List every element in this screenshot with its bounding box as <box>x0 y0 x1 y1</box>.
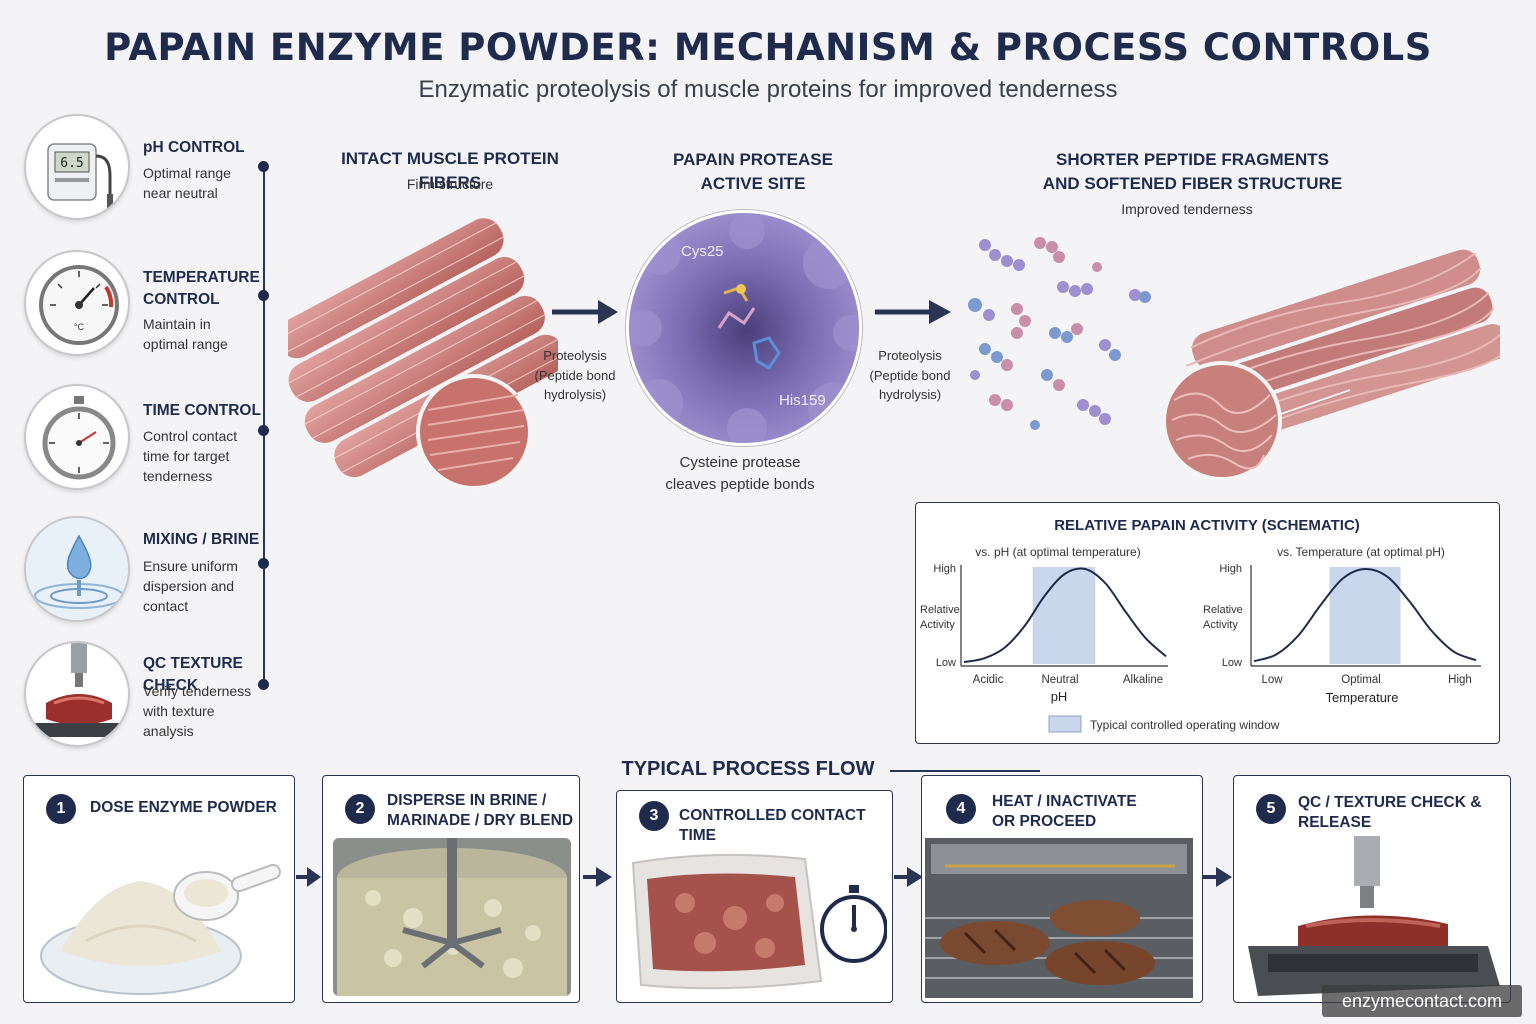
papain-active-site-image: Cys25 His159 <box>626 210 862 446</box>
activity-chart-panel: RELATIVE PAPAIN ACTIVITY (SCHEMATIC) vs.… <box>915 502 1500 744</box>
page-title: PAPAIN ENZYME POWDER: MECHANISM & PROCES… <box>104 26 1432 69</box>
softened-fibers-image <box>1160 225 1512 495</box>
qc-texture-desc: Verify tenderness with texture analysis <box>143 683 252 739</box>
temperature-unit: °C <box>74 322 85 332</box>
temp-x-tick-optimal: Optimal <box>1341 674 1381 686</box>
ph-chart-subtitle: vs. pH (at optimal temperature) <box>975 545 1140 559</box>
ph-activity-curve <box>963 567 1167 664</box>
step-label: QC / TEXTURE CHECK &RELEASE <box>1298 794 1482 831</box>
process-step-1: 1 DOSE ENZYME POWDER <box>23 775 295 1003</box>
temp-y-label-2: Activity <box>1203 619 1238 631</box>
temp-x-label: Temperature <box>1326 690 1399 705</box>
process-step-3: 3 CONTROLLED CONTACT TIME <box>616 790 893 1003</box>
temp-operating-window <box>1329 567 1401 664</box>
ph-display-value: 6.5 <box>60 156 83 171</box>
timeline-dot <box>258 558 269 569</box>
intact-muscle-fibers-image <box>275 200 567 490</box>
ph-x-tick-acidic: Acidic <box>973 674 1004 686</box>
ph-y-label-2: Activity <box>920 619 955 631</box>
activity-chart-title: RELATIVE PAPAIN ACTIVITY (SCHEMATIC) <box>1054 517 1360 534</box>
page-subtitle: Enzymatic proteolysis of muscle proteins… <box>418 76 1118 103</box>
water-drop-icon <box>24 516 130 622</box>
ph-x-label: pH <box>1051 689 1068 704</box>
enzyme-powder-image <box>40 863 281 995</box>
stage3-subtitle: Improved tenderness <box>1121 201 1253 217</box>
cys25-label: Cys25 <box>681 243 724 260</box>
step-number-badge: 5 <box>1256 794 1286 824</box>
ph-y-tick-low: Low <box>936 657 956 669</box>
his159-label: His159 <box>779 392 826 409</box>
timeline-dot <box>258 679 269 690</box>
process-step-5: 5 QC / TEXTURE CHECK &RELEASE <box>1233 775 1511 1003</box>
step-label: CONTROLLED CONTACT TIME <box>679 807 866 844</box>
ph-x-tick-neutral: Neutral <box>1041 674 1078 686</box>
stopwatch-icon <box>820 885 887 963</box>
ph-y-label: Relative <box>920 604 960 616</box>
temperature-control-desc: Maintain in optimal range <box>143 316 228 352</box>
stage1-title: INTACT MUSCLE PROTEIN FIBERS <box>341 149 559 192</box>
oven-steaks-image <box>925 838 1193 998</box>
process-step-2: 2 DISPERSE IN BRINE /MARINADE / DRY BLEN… <box>322 775 580 1003</box>
temp-x-tick-high: High <box>1448 674 1472 686</box>
ph-x-tick-alkaline: Alkaline <box>1123 674 1163 686</box>
brine-mixing-image <box>333 838 571 996</box>
process-flow-title: TYPICAL PROCESS FLOW <box>608 758 888 781</box>
ph-operating-window <box>1032 567 1096 664</box>
flow-arrow <box>582 864 614 895</box>
step-number-badge: 2 <box>345 794 375 824</box>
mixing-brine-desc: Ensure uniform dispersion and contact <box>143 558 238 614</box>
ph-meter-icon: 6.5 <box>24 114 130 220</box>
ph-y-tick-high: High <box>933 563 956 575</box>
timeline-dot <box>258 161 269 172</box>
temperature-control-title: TEMPERATURE CONTROL <box>143 269 260 308</box>
flow-arrow <box>893 864 925 895</box>
flow-arrow <box>295 864 323 895</box>
texture-analyzer-image <box>1248 836 1500 996</box>
step-number-badge: 3 <box>639 801 669 831</box>
temp-x-tick-low: Low <box>1261 674 1283 686</box>
peptide-fragments-image <box>955 225 1165 455</box>
texture-analyzer-icon <box>24 641 130 747</box>
stage1-subtitle: Firm structure <box>406 176 494 192</box>
timeline-dot <box>258 425 269 436</box>
mixing-brine-title: MIXING / BRINE <box>143 531 260 548</box>
temp-y-tick-low: Low <box>1222 657 1242 669</box>
step-number-badge: 4 <box>946 794 976 824</box>
temp-y-tick-high: High <box>1219 563 1242 575</box>
temp-y-label: Relative <box>1203 604 1243 616</box>
step-label: DISPERSE IN BRINE /MARINADE / DRY BLEND <box>387 792 574 829</box>
stopwatch-icon <box>24 384 130 490</box>
ph-control-desc: Optimal range near neutral <box>143 165 231 201</box>
legend-label: Typical controlled operating window <box>1090 718 1280 732</box>
flow-arrow <box>1202 864 1234 895</box>
qc-texture-title: QC TEXTURE CHECK <box>143 655 243 694</box>
temp-chart-subtitle: vs. Temperature (at optimal pH) <box>1277 545 1445 559</box>
ph-control-title: pH CONTROL <box>143 139 245 156</box>
vacuum-bag-meat-image <box>631 853 887 990</box>
step-label: DOSE ENZYME POWDER <box>90 799 277 816</box>
watermark: enzymecontact.com <box>1322 985 1522 1017</box>
time-control-desc: Control contact time for target tenderne… <box>143 428 238 484</box>
flow-title-rule <box>890 770 1040 772</box>
proteolysis-arrow <box>550 295 620 334</box>
thermometer-dial-icon: °C <box>24 250 130 356</box>
time-control-title: TIME CONTROL <box>143 402 261 419</box>
activity-chart-svg: vs. pH (at optimal temperature) High Low… <box>920 545 1481 733</box>
timeline-dot <box>258 290 269 301</box>
step-number-badge: 1 <box>46 794 76 824</box>
proteolysis-arrow <box>873 295 953 334</box>
legend-swatch <box>1048 715 1082 733</box>
temp-activity-curve <box>1253 567 1477 663</box>
